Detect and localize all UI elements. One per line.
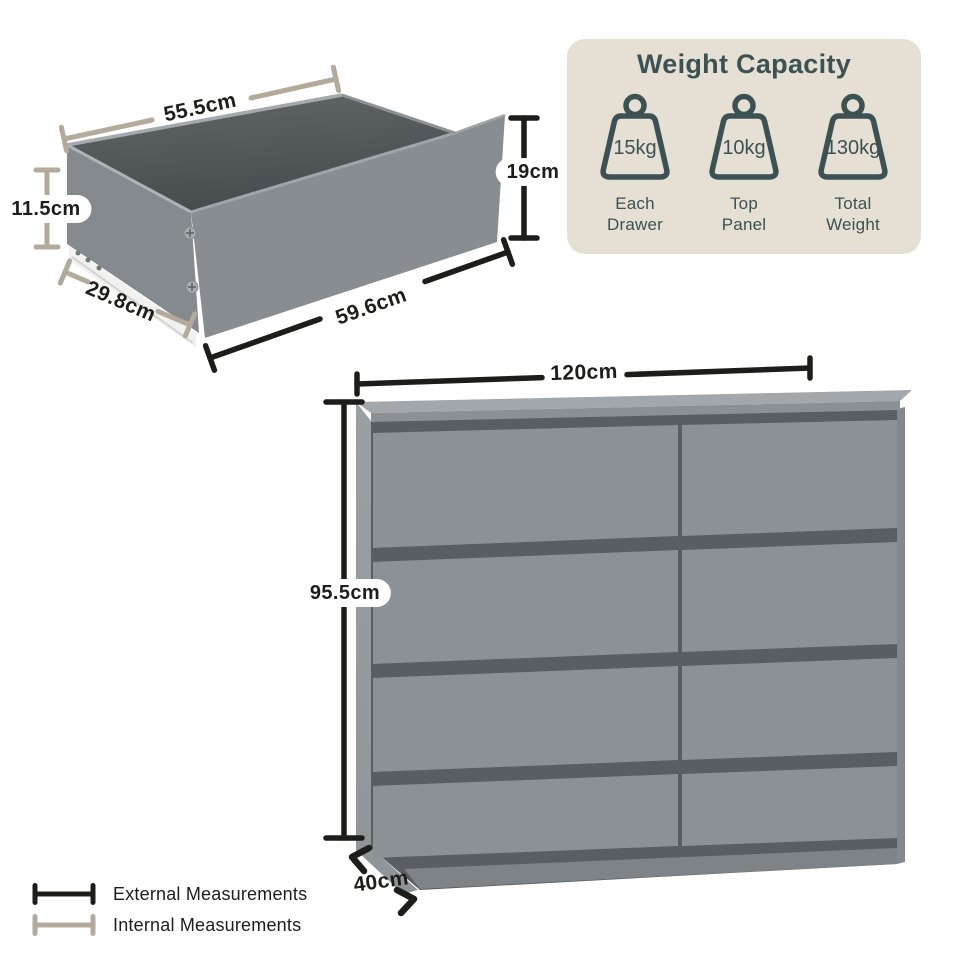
external-line-icon [32, 883, 96, 905]
internal-line-icon [32, 914, 96, 936]
drawer-front [682, 420, 897, 536]
dresser-width-label: 120cm [550, 360, 618, 385]
legend-external-label: External Measurements [113, 883, 308, 904]
panel-top-edge-highlight [454, 113, 506, 135]
runner-screw [75, 250, 81, 256]
depth-arrows [348, 844, 418, 917]
weight-capacity-row: 15kg Each Drawer 10kg Top Panel [567, 92, 921, 236]
dresser-measurement-lines [323, 355, 813, 841]
weight-label-line2: Drawer [607, 215, 663, 235]
runner-detail-line [71, 256, 194, 344]
runner-screw [85, 257, 91, 263]
weight-value: 15kg [613, 137, 656, 159]
dresser-drawer-fronts [373, 420, 897, 858]
weight-label: Top Panel [722, 193, 766, 236]
weight-label-line1: Total [834, 194, 872, 213]
weight-icon: 130kg [818, 93, 888, 180]
weight-label-line2: Weight [826, 215, 880, 235]
drawer-side-wall [67, 145, 199, 333]
drawer-front-panel [191, 115, 505, 338]
dresser-plinth [404, 848, 897, 889]
drawer-front [682, 542, 897, 652]
weight-value: 10kg [722, 137, 765, 159]
legend-row-internal: Internal Measurements [30, 913, 307, 937]
panel-screw [183, 226, 197, 240]
drawer-front [373, 774, 678, 858]
weight-icon: 15kg [600, 93, 670, 180]
drawer-interior [67, 95, 455, 212]
weight-label-line2: Panel [721, 215, 767, 235]
dresser-side-panel [356, 402, 418, 894]
weight-label: Each Drawer [607, 193, 663, 236]
dresser-top-front-edge [371, 401, 900, 422]
dresser-right-edge [897, 407, 905, 864]
weight-label: Total Weight [826, 193, 880, 236]
runner-screw [96, 265, 102, 271]
dresser-top-surface [356, 390, 912, 413]
drawer-illustration [66, 93, 506, 347]
panel-screw [185, 280, 199, 294]
panel-top-edge-highlight [190, 131, 456, 214]
weight-capacity-title: Weight Capacity [636, 49, 852, 79]
dresser-illustration [356, 390, 912, 894]
weight-label-line1: Top [729, 194, 758, 213]
dresser-height-label: 95.5cm [298, 579, 392, 607]
back-rim-highlight [66, 93, 343, 147]
arrow-down-right-icon [393, 886, 418, 917]
weight-label-line1: Each [615, 194, 655, 213]
drawer-front [682, 658, 897, 760]
drawer-front [373, 425, 678, 548]
weight-value: 130kg [826, 137, 881, 159]
measurement-legend: External Measurements Internal Measureme… [30, 882, 307, 944]
side-rim-highlight [66, 143, 192, 214]
drawer-front-height-label: 19cm [495, 158, 571, 186]
weight-item-each-drawer: 15kg Each Drawer [583, 92, 687, 236]
drawer-front [682, 766, 897, 846]
weight-item-total-weight: 130kg Total Weight [801, 92, 905, 236]
right-rim-highlight [341, 93, 456, 135]
weight-item-top-panel: 10kg Top Panel [692, 92, 796, 236]
drawer-front [373, 666, 678, 772]
legend-internal-label: Internal Measurements [113, 914, 302, 935]
drawer-front [373, 550, 678, 664]
weight-capacity-panel: Weight Capacity 15kg Each Drawer 10kg [567, 39, 921, 254]
weight-icon: 10kg [709, 93, 779, 180]
legend-row-external: External Measurements [30, 882, 307, 906]
drawer-internal-height-label: 11.5cm [0, 195, 92, 223]
arrow-up-left-icon [348, 844, 373, 875]
